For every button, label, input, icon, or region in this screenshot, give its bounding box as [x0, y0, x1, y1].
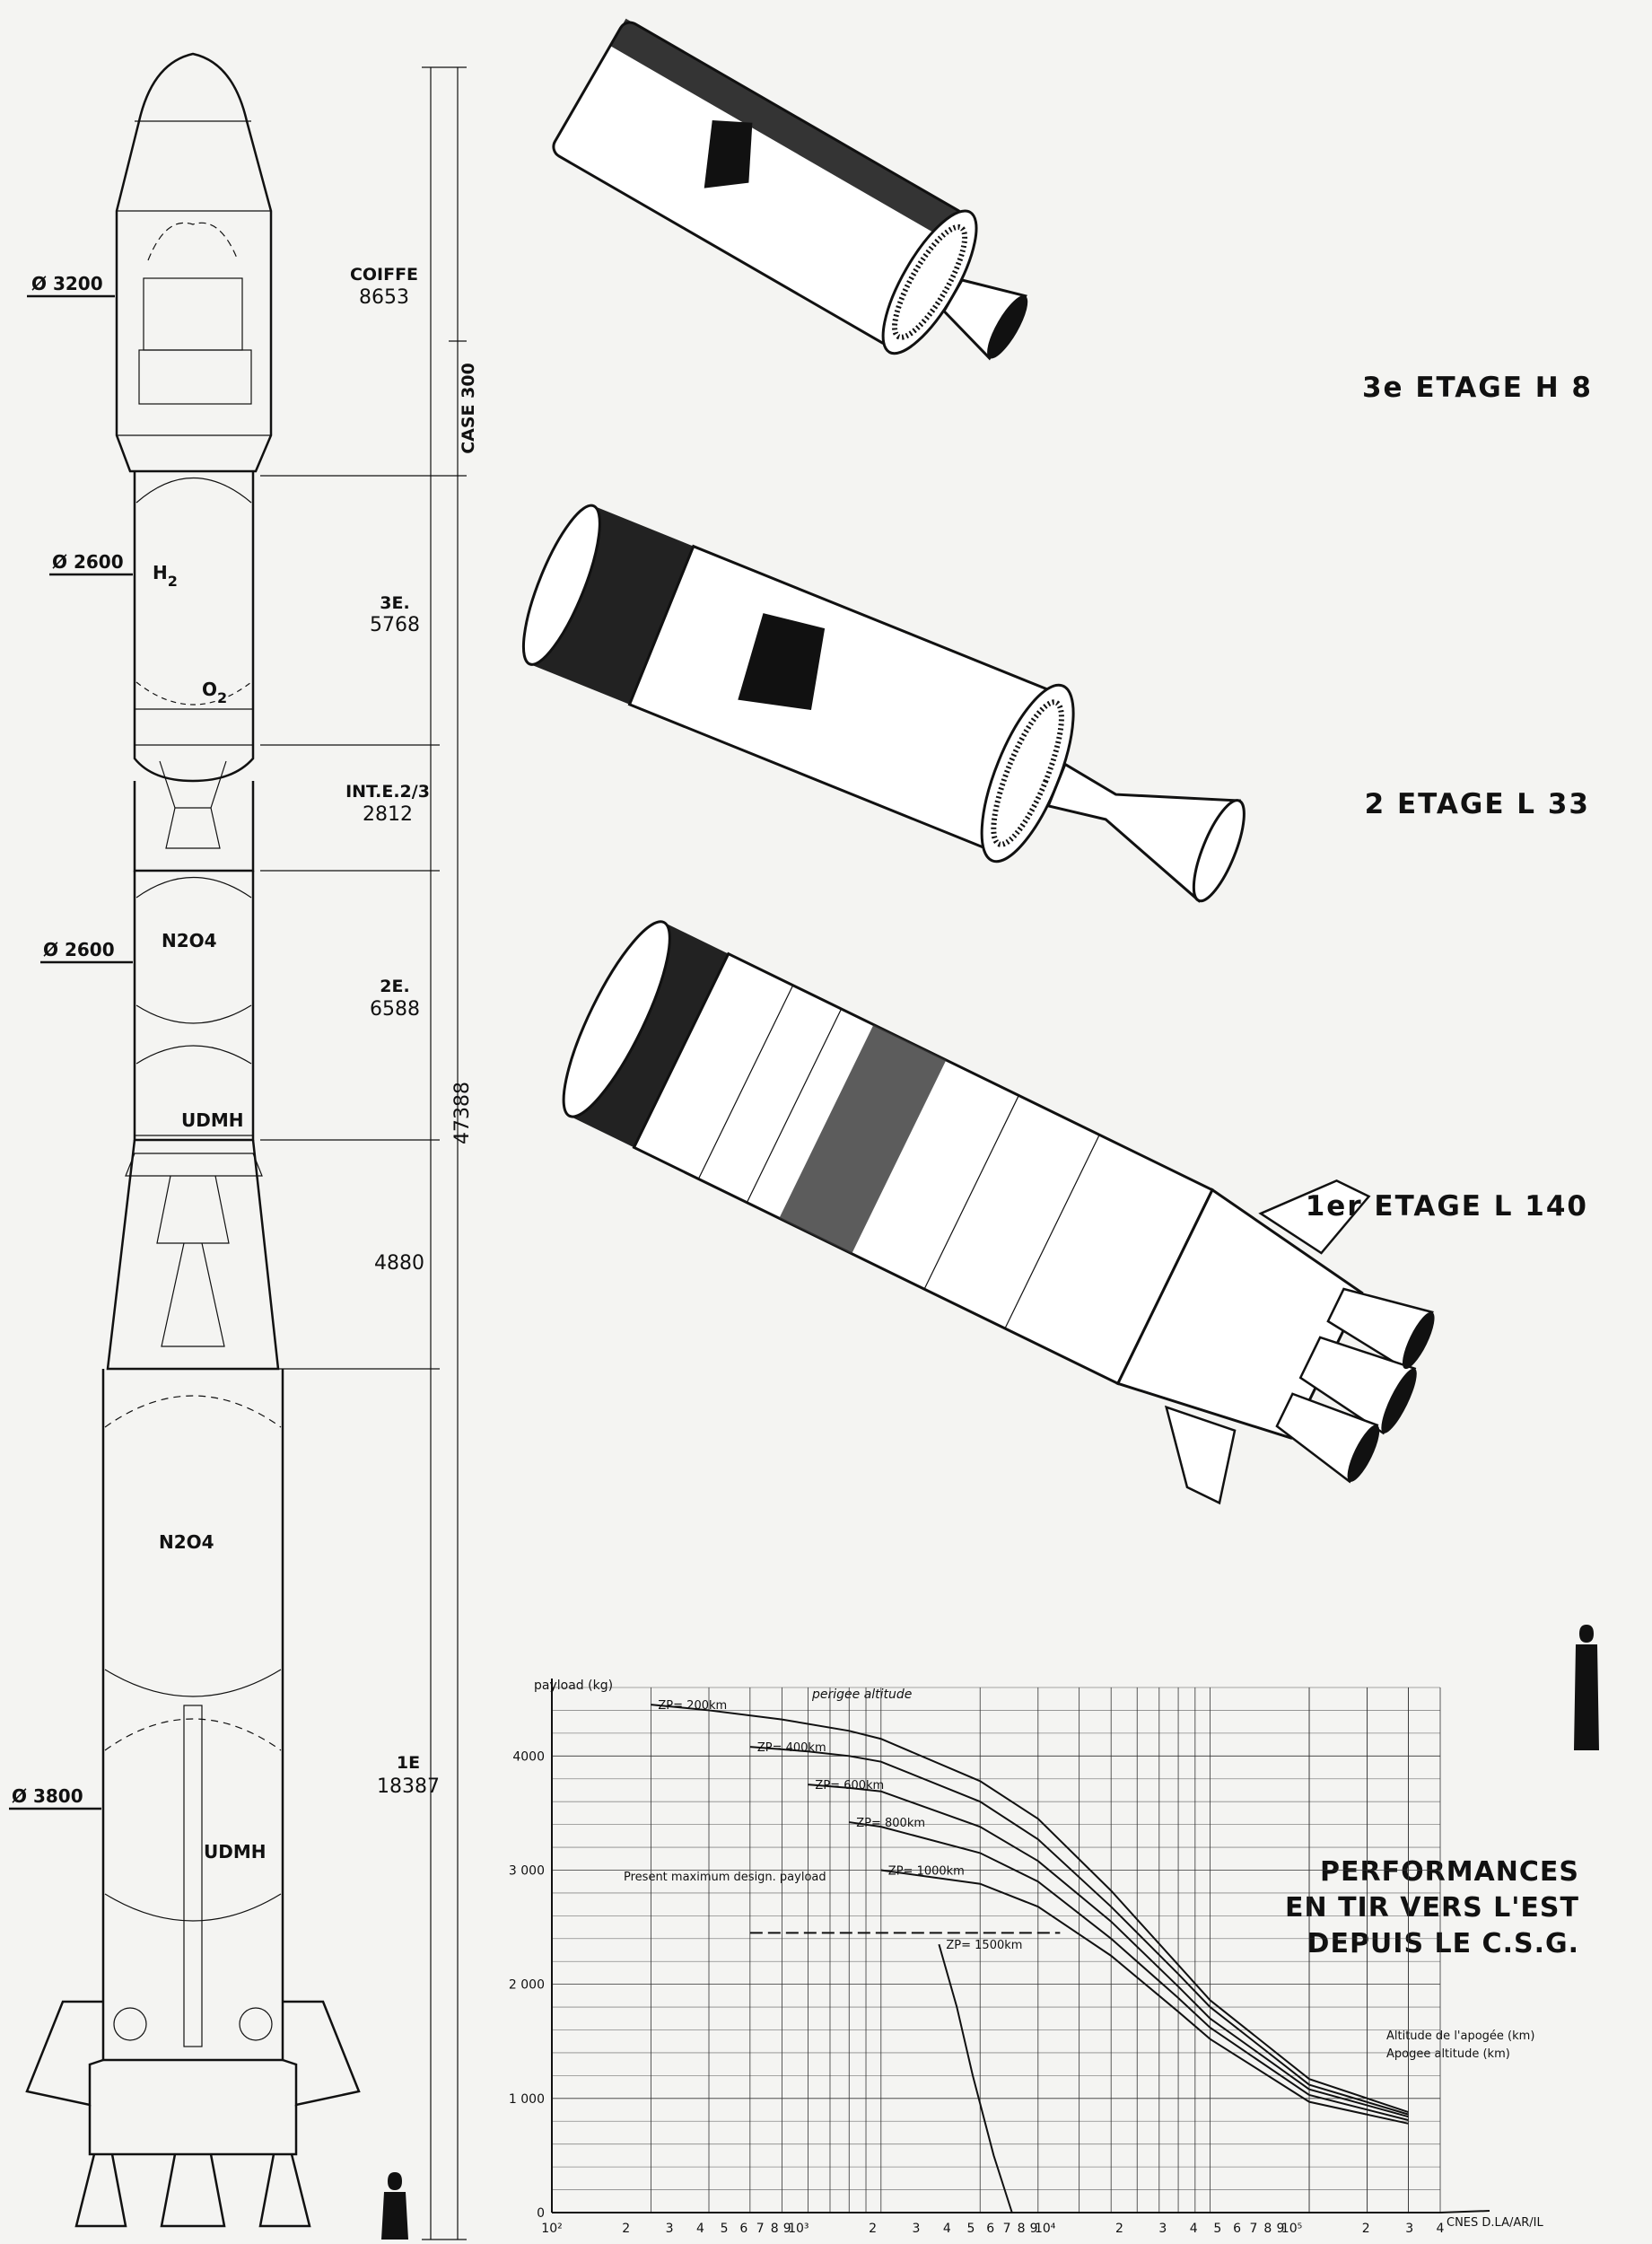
dim-skirt-value: 4880 [374, 1252, 424, 1275]
propellant-o2: O2 [202, 679, 227, 706]
propellant-udmh-lower: UDMH [204, 1841, 266, 1863]
chart-corner-note: CNES D.LA/AR/IL [1447, 2216, 1543, 2230]
diameter-label-stage2: Ø 2600 [43, 939, 115, 960]
chart-x-tick-label: 7 [756, 2222, 765, 2236]
chart-x-tick-label: 10⁴ [1035, 2222, 1056, 2236]
chart-x-tick-label: 5 [966, 2222, 975, 2236]
chart-x-tick-label: 9 [1030, 2222, 1038, 2236]
chart-x-tick-label: 4 [943, 2222, 951, 2236]
chart-x-tick-label: 2 [1115, 2222, 1123, 2236]
propellant-n2o4-upper: N2O4 [162, 930, 217, 951]
second-stage-illustration [521, 504, 1246, 903]
chart-x-tick-label: 5 [1213, 2222, 1221, 2236]
dim-total-value: 47388 [451, 1082, 474, 1144]
dim-stage1-label: 1E [397, 1753, 420, 1773]
dim-stage1-value: 18387 [377, 1775, 440, 1798]
chart-x-tick-label: 6 [1233, 2222, 1241, 2236]
diameter-label-stage3: Ø 2600 [52, 551, 124, 573]
performance-title: PERFORMANCES EN TIR VERS L'EST DEPUIS LE… [1285, 1856, 1579, 1959]
chart-y-tick-label: 1 000 [509, 2092, 545, 2107]
chart-x-tick-label: 2 [869, 2222, 877, 2236]
chart-axes [551, 1679, 1490, 2213]
chart-x-tick-label: 6 [986, 2222, 994, 2236]
chart-x-tick-label: 3 [1405, 2222, 1413, 2236]
chart-series-line [938, 1943, 1013, 2213]
chart-x-tick-label: 6 [739, 2222, 747, 2236]
chart-y-tick-label: 0 [537, 2206, 545, 2221]
chart-series-line [808, 1784, 1409, 2118]
chart-x-axis-arrow [1439, 2210, 1490, 2213]
chart-x-tick-label: 2 [622, 2222, 630, 2236]
chart-x-tick-label: 7 [1003, 2222, 1011, 2236]
dim-coiffe-label: COIFFE [350, 265, 418, 285]
payload-performance-chart: payload (kg) perigee altitude Altitude d… [509, 1679, 1543, 2236]
chart-apogee-label-en: Apogee altitude (km) [1386, 2047, 1510, 2061]
chart-x-tick-label: 4 [1190, 2222, 1198, 2236]
chart-legend-title: perigee altitude [811, 1687, 912, 1702]
diameter-label-fairing: Ø 3200 [31, 273, 103, 294]
chart-x-tick-label: 8 [1018, 2222, 1026, 2236]
propellant-labels: H2 O2 N2O4 UDMH N2O4 UDMH [153, 562, 266, 1863]
dimension-labels: COIFFE 8653 CASE 300 3E. 5768 INT.E.2/3 … [345, 265, 478, 1798]
performance-title-line1: PERFORMANCES [1320, 1856, 1579, 1888]
dim-stage2-value: 6588 [370, 998, 420, 1021]
chart-x-tick-label: 7 [1249, 2222, 1257, 2236]
rocket-diameter-labels: Ø 3200 Ø 2600 Ø 2600 Ø 3800 [9, 273, 133, 1810]
chart-y-tick-label: 2 000 [509, 1978, 545, 1993]
chart-series-label: ZP= 800km [856, 1817, 925, 1830]
chart-x-tick-label: 5 [721, 2222, 729, 2236]
chart-x-tick-label: 3 [913, 2222, 921, 2236]
first-stage-illustration [562, 920, 1599, 1750]
chart-series-line [651, 1704, 1409, 2114]
propellant-n2o4-lower: N2O4 [159, 1531, 214, 1553]
chart-x-tick-label: 3 [1158, 2222, 1167, 2236]
dim-inter-value: 2812 [363, 803, 413, 826]
first-stage-title: 1er ETAGE L 140 [1306, 1190, 1588, 1223]
performance-title-line2: EN TIR VERS L'EST [1285, 1892, 1579, 1924]
propellant-udmh-upper: UDMH [181, 1109, 243, 1131]
chart-x-tick-label: 2 [1362, 2222, 1370, 2236]
chart-x-tick-label: 9 [1276, 2222, 1284, 2236]
chart-x-tick-label: 10² [541, 2222, 562, 2236]
dim-stage3-value: 5768 [370, 614, 420, 636]
chart-x-tick-label: 9 [783, 2222, 791, 2236]
chart-x-tick-label: 4 [1437, 2222, 1445, 2236]
dim-stage2-label: 2E. [380, 977, 409, 996]
chart-y-tick-label: 3 000 [509, 1863, 545, 1878]
chart-x-tick-label: 4 [696, 2222, 704, 2236]
second-stage-title: 2 ETAGE L 33 [1365, 788, 1590, 820]
chart-x-tick-label: 10³ [788, 2222, 809, 2236]
chart-x-tick-label: 8 [1263, 2222, 1272, 2236]
chart-y-axis-label: payload (kg) [534, 1679, 613, 1693]
dimension-lines [260, 66, 467, 2240]
chart-x-tick-label: 10⁵ [1281, 2222, 1302, 2236]
chart-series-line [749, 1746, 1409, 2116]
chart-series-label: ZP= 200km [658, 1699, 727, 1713]
chart-x-tick-label: 8 [771, 2222, 779, 2236]
chart-series-label: ZP= 600km [815, 1779, 884, 1793]
chart-series-label: ZP= 1500km [946, 1939, 1022, 1952]
chart-y-tick-label: 4000 [512, 1749, 545, 1764]
dim-inter-label: INT.E.2/3 [345, 782, 430, 802]
dim-stage3-label: 3E. [380, 593, 409, 613]
dim-coiffe-value: 8653 [359, 286, 409, 309]
chart-max-design-label: Present maximum design. payload [624, 1871, 826, 1884]
chart-series-label: ZP= 400km [757, 1741, 826, 1755]
chart-series-line [849, 1821, 1409, 2121]
chart-series-label: ZP= 1000km [888, 1864, 965, 1878]
chart-apogee-label-fr: Altitude de l'apogée (km) [1386, 2029, 1534, 2043]
propellant-h2: H2 [153, 562, 178, 590]
third-stage-title: 3e ETAGE H 8 [1362, 372, 1593, 404]
third-stage-illustration [552, 18, 1028, 361]
performance-title-line3: DEPUIS LE C.S.G. [1307, 1928, 1579, 1959]
chart-series-line [880, 1869, 1409, 2125]
diameter-label-stage1: Ø 3800 [12, 1785, 83, 1807]
rocket-cutaway-drawing [25, 52, 408, 2240]
dim-case-label: CASE 300 [459, 363, 478, 454]
chart-x-tick-label: 3 [666, 2222, 674, 2236]
